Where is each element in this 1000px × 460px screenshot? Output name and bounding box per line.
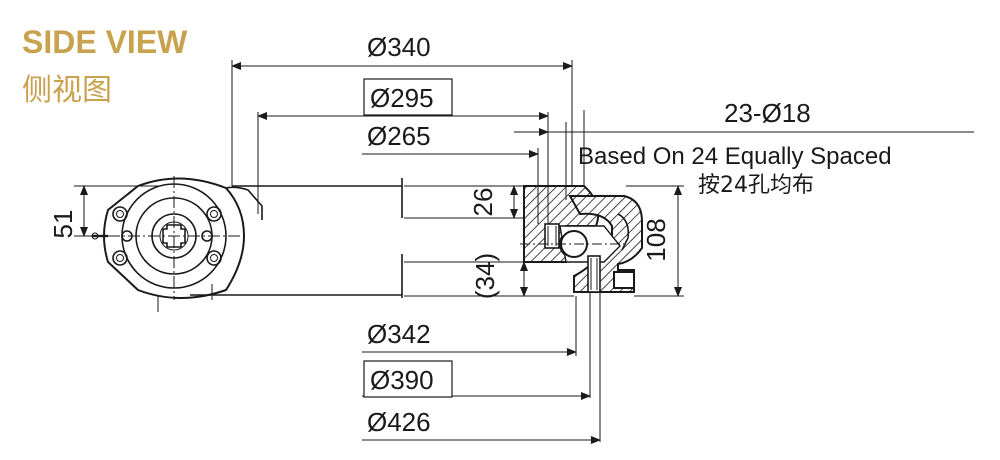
dim-h26: 26	[468, 188, 498, 217]
dim-d265: Ø265	[367, 121, 431, 151]
dim-d295: Ø295	[370, 83, 434, 113]
title-cn: 侧视图	[22, 73, 112, 108]
title-en: SIDE VIEW	[22, 24, 188, 60]
dimension-lines	[74, 60, 974, 444]
dim-h34: (34)	[470, 253, 500, 299]
d295-frame	[363, 78, 453, 116]
dim-d390: Ø390	[370, 365, 434, 395]
dim-h108: 108	[641, 218, 671, 261]
dim-d426: Ø426	[367, 407, 431, 437]
dim-d340: Ø340	[367, 32, 431, 62]
drive-head	[88, 176, 248, 300]
d390-frame	[363, 360, 453, 398]
hole-note-en: Based On 24 Equally Spaced	[578, 143, 892, 170]
dim-h51: 51	[48, 210, 78, 239]
hole-spec: 23-Ø18	[724, 98, 811, 128]
dim-d342: Ø342	[367, 319, 431, 349]
hole-note-cn: 按24孔均布	[698, 173, 814, 198]
bearing-section	[520, 185, 643, 293]
housing-outline	[157, 178, 403, 312]
